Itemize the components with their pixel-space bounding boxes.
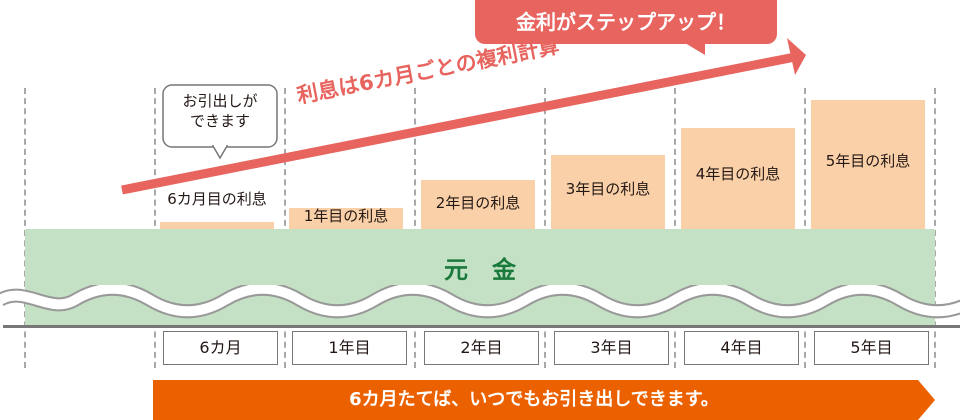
- interest-label-6m: 6カ月目の利息: [167, 190, 267, 208]
- interest-bar-3y: [551, 155, 665, 230]
- interest-label-5y: 5年目の利息: [825, 152, 911, 170]
- interest-bar-5y: [811, 100, 925, 230]
- withdraw-line-2: できます: [189, 112, 250, 130]
- interest-bar-4y: [681, 128, 795, 230]
- interest-label-2y: 2年目の利息: [435, 194, 521, 212]
- column-divider: [934, 88, 936, 368]
- column-divider: [24, 88, 26, 368]
- interest-label-4y: 4年目の利息: [695, 165, 781, 183]
- column-divider: [284, 88, 286, 368]
- period-5y: 5年目: [814, 331, 929, 365]
- interest-bar-2y: [421, 180, 535, 230]
- column-divider: [414, 88, 416, 368]
- withdraw-bubble-shape: [162, 84, 278, 160]
- interest-bar-6m: [160, 222, 274, 230]
- column-divider: [674, 88, 676, 368]
- interest-label-1y: 1年目の利息: [303, 207, 389, 225]
- period-1y: 1年目: [292, 331, 407, 365]
- headline-bubble-shape: [475, 0, 777, 55]
- interest-bar-1y: [289, 208, 403, 230]
- column-divider: [804, 88, 806, 368]
- footer-banner: 6カ月たてば、いつでもお引き出しできます。: [153, 380, 935, 420]
- principal-label: 元 金: [444, 256, 516, 284]
- period-2y: 2年目: [424, 331, 539, 365]
- wave-break: [0, 285, 960, 319]
- withdraw-bubble-text: お引出しが できます: [163, 91, 277, 131]
- withdraw-line-1: お引出しが: [182, 92, 258, 110]
- column-divider: [544, 88, 546, 368]
- column-divider: [154, 88, 156, 368]
- interest-label-3y: 3年目の利息: [565, 180, 651, 198]
- period-4y: 4年目: [684, 331, 799, 365]
- period-6m: 6カ月: [163, 331, 278, 365]
- step-up-arrow: [121, 38, 806, 195]
- baseline: [3, 325, 960, 328]
- headline-bubble-text: 金利がステップアップ！: [516, 10, 736, 34]
- period-3y: 3年目: [554, 331, 669, 365]
